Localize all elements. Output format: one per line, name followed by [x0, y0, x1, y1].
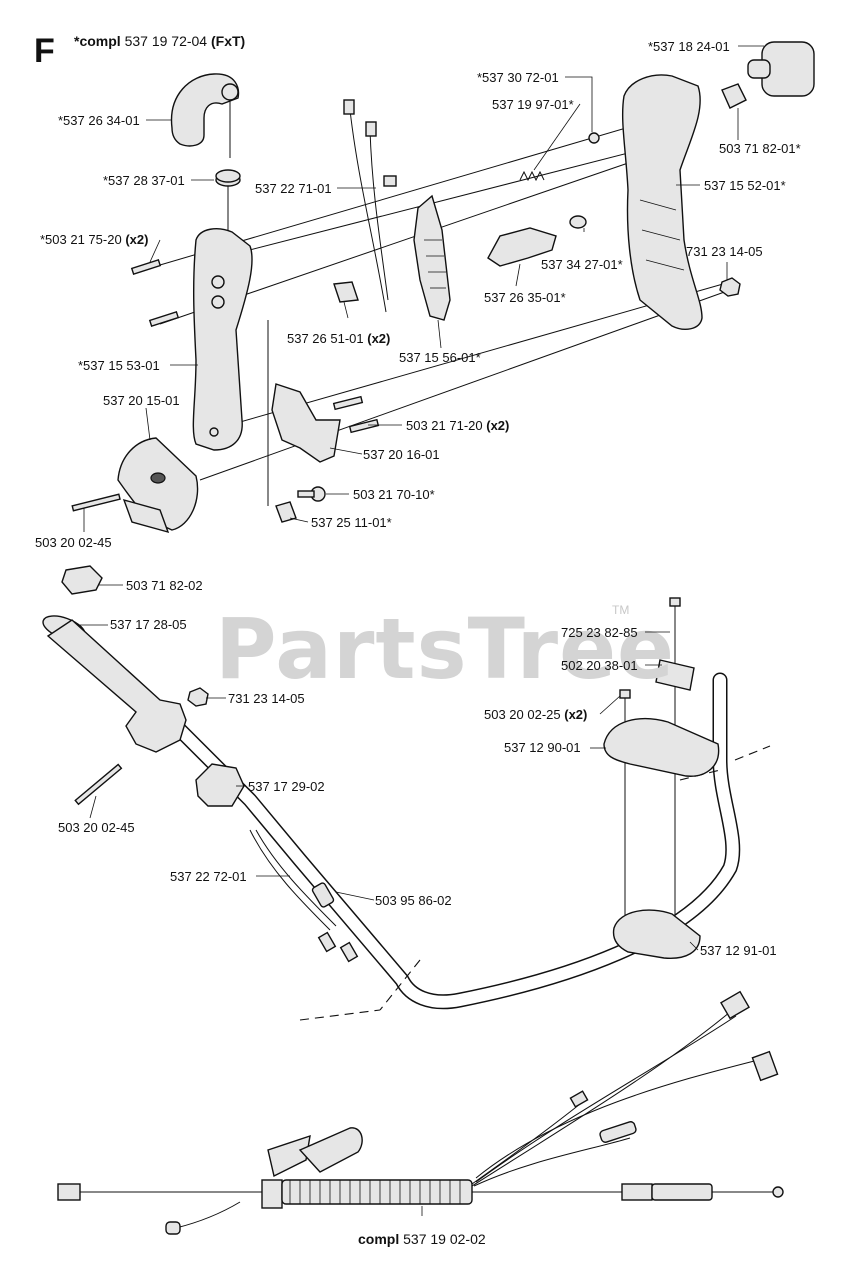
clip-part: [333, 281, 359, 303]
upper-bracket-part: [603, 717, 720, 777]
nut-part: [588, 132, 600, 144]
part-label: 537 17 29-02: [248, 779, 325, 794]
part-label: *537 26 34-01: [58, 113, 140, 128]
part-label: 502 20 38-01: [561, 658, 638, 673]
part-label: 503 21 70-10*: [353, 487, 435, 502]
part-label: 725 23 82-85: [561, 625, 638, 640]
top-grip-part: [170, 73, 240, 158]
part-label: 537 20 15-01: [103, 393, 180, 408]
part-label: 537 34 27-01*: [541, 257, 623, 272]
cable-part: [249, 829, 359, 963]
grip-insert-part: [413, 194, 451, 321]
nut-part: [719, 277, 741, 297]
part-label: 731 23 14-05: [228, 691, 305, 706]
part-label: 503 20 02-45: [58, 820, 135, 835]
part-label: 537 20 16-01: [363, 447, 440, 462]
part-label: 537 15 52-01*: [704, 178, 786, 193]
trigger-housing-part: [117, 437, 199, 534]
ring-part: [747, 41, 815, 97]
part-label: 537 19 97-01*: [492, 97, 574, 112]
spring-part: [569, 215, 587, 229]
part-label: 537 12 90-01: [504, 740, 581, 755]
screw-part: [74, 763, 123, 806]
wire-harness-part: [343, 99, 397, 313]
wire-harness-assembly-part: [57, 990, 784, 1235]
footer-prefix: compl: [358, 1231, 400, 1247]
header-prefix: *compl: [74, 33, 121, 49]
section-letter: F: [34, 32, 55, 70]
section-header: *compl 537 19 72-04 (FxT): [74, 33, 245, 49]
part-label: 537 17 28-05: [110, 617, 187, 632]
nut-part: [187, 687, 209, 707]
part-label: 503 21 71-20 (x2): [406, 418, 510, 433]
part-label: 503 95 86-02: [375, 893, 452, 908]
part-label: 537 22 71-01: [255, 181, 332, 196]
part-label: *537 28 37-01: [103, 173, 185, 188]
screw-part: [297, 395, 380, 502]
lower-bracket-part: [612, 909, 701, 959]
assembly-footer: compl 537 19 02-02: [358, 1231, 486, 1247]
part-label: 537 12 91-01: [700, 943, 777, 958]
stop-switch-part: [61, 565, 103, 595]
clip-part: [311, 882, 335, 908]
screw-part: [130, 258, 180, 328]
part-label: 537 25 11-01*: [311, 515, 392, 530]
stop-switch-part: [721, 83, 747, 109]
part-label: *537 18 24-01: [648, 39, 730, 54]
screw-part: [71, 493, 121, 512]
wing-nut-part: [655, 659, 695, 691]
right-handle-half-part: [621, 74, 703, 330]
part-label: *537 15 53-01: [78, 358, 160, 373]
grip-part: [42, 615, 187, 753]
clamp-part: [195, 763, 245, 807]
clip-part: [275, 501, 297, 523]
part-label: 537 26 51-01 (x2): [287, 331, 391, 346]
header-suffix: (FxT): [211, 33, 246, 49]
watermark-trademark: TM: [612, 603, 630, 617]
part-label: 731 23 14-05: [686, 244, 763, 259]
part-label: *503 21 75-20 (x2): [40, 232, 149, 247]
part-label: 503 71 82-01*: [719, 141, 801, 156]
lever-part: [487, 227, 557, 267]
handle-bar-part: [162, 672, 741, 1010]
part-label: 537 22 72-01: [170, 869, 247, 884]
part-label: 503 71 82-02: [126, 578, 203, 593]
spring-part: [519, 170, 545, 182]
part-label: 503 20 02-25 (x2): [484, 707, 588, 722]
left-handle-half-part: [192, 228, 253, 451]
part-label: 537 26 35-01*: [484, 290, 566, 305]
footer-number: 537 19 02-02: [403, 1231, 486, 1247]
throttle-trigger-part: [267, 320, 341, 506]
part-label: 503 20 02-45: [35, 535, 112, 550]
part-label: 537 15 56-01*: [399, 350, 481, 365]
part-label: *537 30 72-01: [477, 70, 559, 85]
watermark: PartsTree: [215, 600, 676, 698]
header-number: 537 19 72-04: [124, 33, 208, 49]
